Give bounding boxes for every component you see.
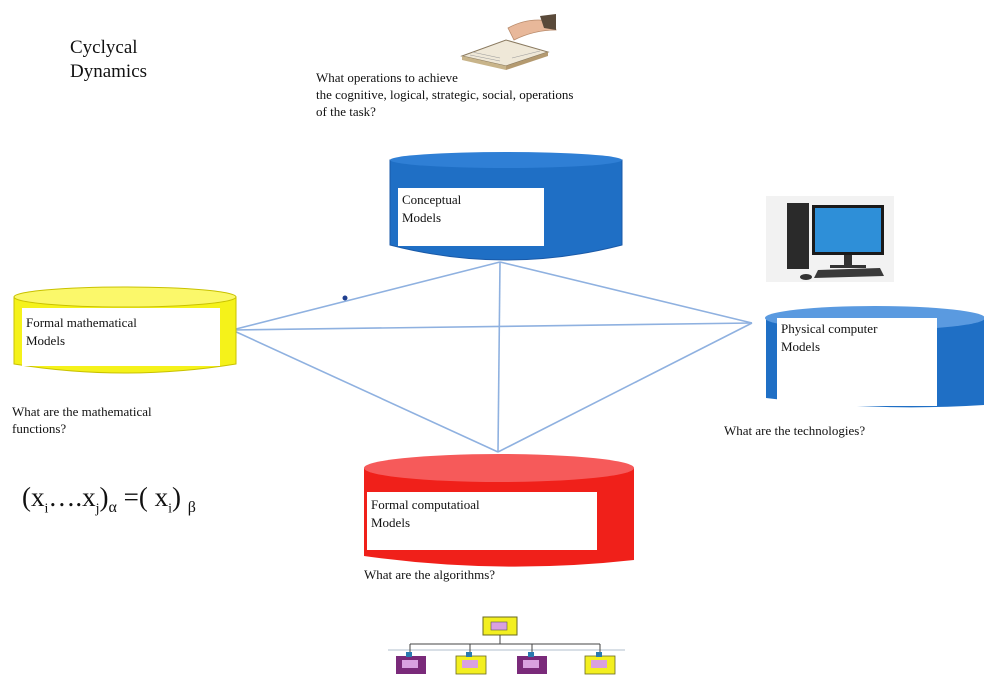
formula-sub-i2: i bbox=[168, 501, 173, 517]
reading-book-icon bbox=[460, 14, 557, 70]
line-math-computational bbox=[231, 329, 499, 453]
formula-close: ) bbox=[99, 482, 109, 512]
formal-math-line-2: Models bbox=[26, 333, 65, 348]
top-question-line-3: of the task? bbox=[316, 104, 376, 119]
desktop-computer-icon bbox=[766, 196, 894, 282]
physical-line-1: Physical computer bbox=[781, 321, 878, 336]
top-question: What operations to achieve the cognitive… bbox=[316, 69, 573, 120]
formula-beta: β bbox=[187, 499, 196, 516]
question-algo: What are the algorithms? bbox=[364, 567, 496, 582]
formula-open: (x bbox=[22, 482, 45, 512]
formula-eq: =( x bbox=[116, 482, 169, 512]
formula-sub-i: i bbox=[44, 501, 49, 517]
formula-close2: ) bbox=[172, 482, 188, 512]
question-tech: What are the technologies? bbox=[724, 423, 866, 438]
formula-alpha: α bbox=[108, 499, 117, 516]
line-conceptual-math bbox=[231, 261, 501, 331]
small-dot bbox=[342, 295, 348, 301]
formal-math-line-1: Formal mathematical bbox=[26, 315, 137, 330]
node-physical-label: Physical computer Models bbox=[777, 318, 937, 406]
line-math-physical bbox=[231, 322, 753, 331]
conceptual-line-1: Conceptual bbox=[402, 192, 462, 207]
top-question-line-1: What operations to achieve bbox=[316, 70, 458, 85]
formula-sub-j: j bbox=[95, 501, 100, 517]
line-physical-computational bbox=[497, 322, 753, 453]
node-computational-label: Formal computatioal Models bbox=[367, 492, 597, 550]
connector-lines bbox=[231, 261, 753, 453]
title-line-1: Cyclycal bbox=[70, 37, 138, 58]
question-math: What are the mathematical functions? bbox=[12, 403, 152, 437]
node-conceptual-label: Conceptual Models bbox=[398, 188, 544, 246]
conceptual-line-2: Models bbox=[402, 210, 441, 225]
physical-line-2: Models bbox=[781, 339, 820, 354]
top-question-line-2: the cognitive, logical, strategic, socia… bbox=[316, 87, 574, 102]
line-conceptual-computational bbox=[497, 261, 501, 453]
node-formal-math-label: Formal mathematical Models bbox=[22, 308, 220, 366]
diagram-title: Cyclycal Dynamics bbox=[70, 36, 147, 84]
question-math-line-2: functions? bbox=[12, 421, 67, 436]
formula: (xi….xj)α =( xi) β bbox=[22, 482, 196, 517]
title-line-2: Dynamics bbox=[70, 61, 148, 82]
computational-line-1: Formal computatioal bbox=[371, 497, 480, 512]
question-math-line-1: What are the mathematical bbox=[12, 404, 152, 419]
computational-line-2: Models bbox=[371, 515, 410, 530]
line-conceptual-physical bbox=[499, 261, 753, 324]
flowchart-icon bbox=[388, 616, 625, 675]
formula-dots: ….x bbox=[48, 482, 96, 512]
